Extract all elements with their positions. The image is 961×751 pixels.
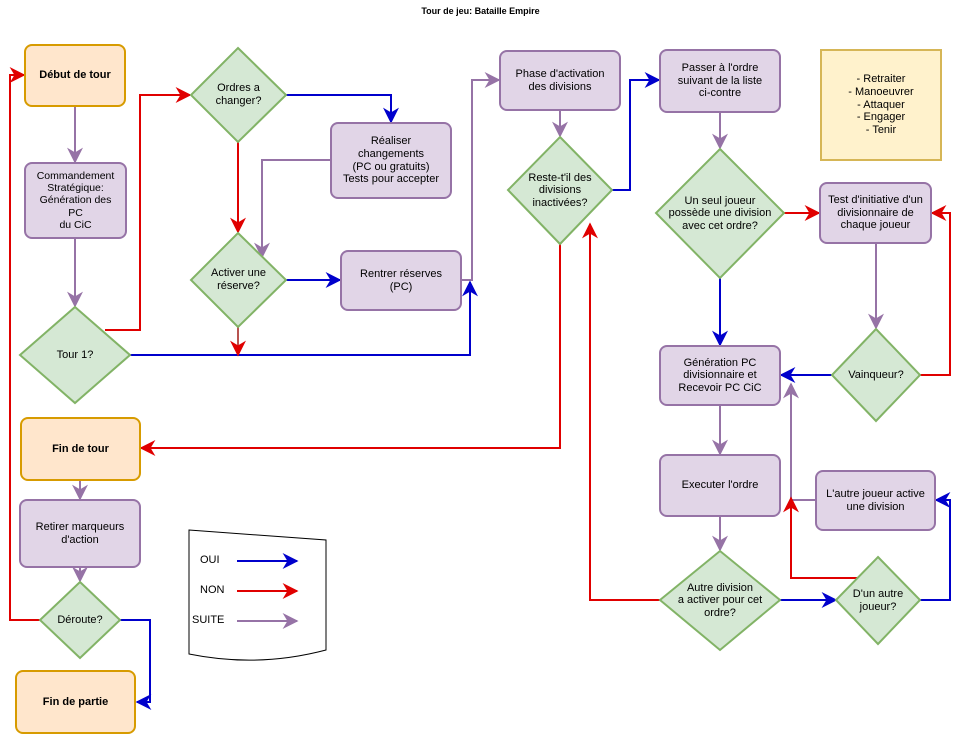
test-initiative-box bbox=[819, 182, 932, 244]
rentrer-reserves-box bbox=[340, 250, 462, 311]
realiser-changements-box bbox=[330, 122, 452, 199]
edge-rentrer-phase bbox=[462, 72, 501, 281]
edge-ordres-oui bbox=[286, 94, 399, 124]
commandement-box bbox=[24, 162, 127, 239]
fin-de-tour-box bbox=[20, 417, 141, 481]
edge-dunautre-oui bbox=[920, 492, 951, 601]
fin-de-partie-box bbox=[15, 670, 136, 734]
retirer-marqueurs-box bbox=[19, 499, 141, 568]
deroute-diamond bbox=[38, 580, 122, 660]
ordres-liste-box bbox=[820, 49, 942, 161]
generation-pc-box bbox=[659, 345, 781, 406]
tour1-diamond bbox=[18, 305, 132, 405]
edge-vainqueur-non bbox=[920, 205, 951, 376]
edge-deroute-non bbox=[9, 67, 40, 621]
vainqueur-diamond bbox=[830, 327, 922, 423]
ordres-a-changer-diamond bbox=[189, 46, 288, 144]
edge-autre-non bbox=[582, 222, 660, 601]
edge-tour1-non bbox=[105, 87, 192, 331]
activer-reserve-diamond bbox=[189, 231, 288, 329]
edge-deroute-oui bbox=[120, 619, 152, 710]
legend-non-label: NON bbox=[200, 584, 225, 596]
autre-division-diamond bbox=[658, 549, 782, 652]
autre-joueur-active-box bbox=[815, 470, 936, 531]
reste-divisions-diamond bbox=[506, 135, 614, 246]
legend-suite-label: SUITE bbox=[192, 614, 225, 626]
edge-reste-oui bbox=[608, 72, 661, 191]
phase-activation-box bbox=[499, 50, 621, 111]
legend-oui-label: OUI bbox=[200, 554, 220, 566]
diagram-title: Tour de jeu: Bataille Empire bbox=[421, 6, 540, 16]
debut-de-tour-box bbox=[24, 44, 126, 107]
dun-autre-joueur-diamond bbox=[834, 555, 922, 646]
passer-ordre-box bbox=[659, 49, 781, 113]
un-seul-joueur-diamond bbox=[654, 147, 786, 280]
edge-realiser-activer bbox=[254, 159, 331, 259]
edge-reste-non bbox=[139, 244, 561, 456]
edge-autrejoueur-generation bbox=[783, 382, 815, 501]
executer-ordre-box bbox=[659, 454, 781, 517]
